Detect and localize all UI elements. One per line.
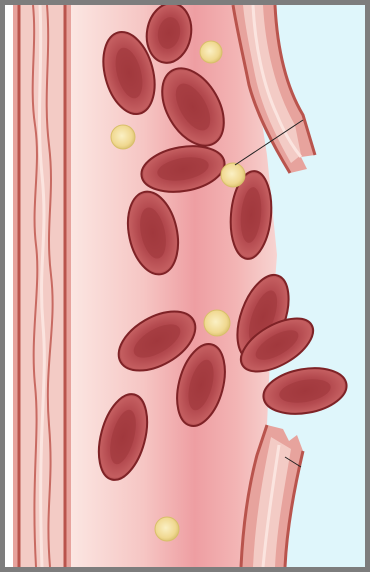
- platelet: [155, 517, 179, 541]
- blood-vessel-diagram: [5, 5, 365, 567]
- platelet: [200, 41, 222, 63]
- vessel-wall-left: [13, 5, 71, 567]
- platelet: [111, 125, 135, 149]
- platelet: [221, 163, 245, 187]
- platelet: [204, 310, 230, 336]
